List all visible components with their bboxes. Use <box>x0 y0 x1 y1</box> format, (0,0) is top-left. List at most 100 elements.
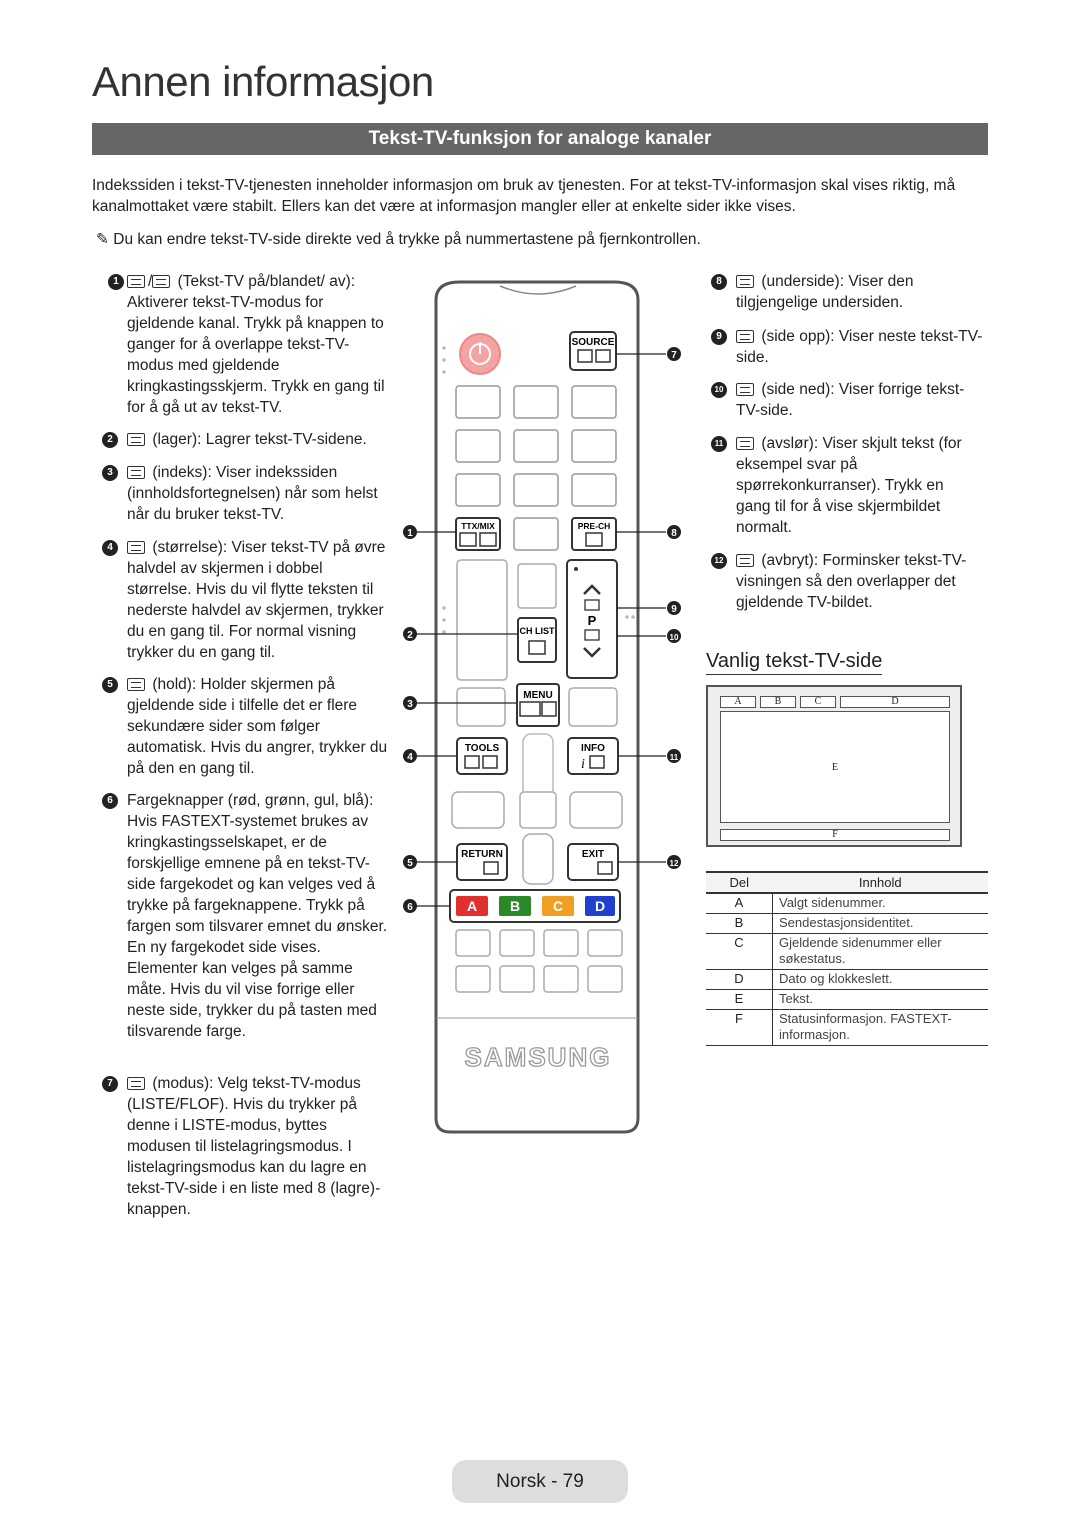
cancel-icon <box>736 554 754 567</box>
number-keys <box>455 385 617 551</box>
item-text: (modus): Velg tekst-TV-modus (LISTE/FLOF… <box>127 1075 381 1218</box>
menu-label: MENU <box>523 690 552 701</box>
ch-list-label: CH LIST <box>520 626 556 636</box>
table-cell: B <box>706 913 773 934</box>
item-number: 8 <box>711 274 727 290</box>
store-icon <box>127 433 145 446</box>
list-item: (indeks): Viser indekssiden (innholdsfor… <box>127 462 389 525</box>
pre-ch-label: PRE-CH <box>578 521 611 531</box>
list-item: (lager): Lagrer tekst-TV-sidene. <box>127 429 389 450</box>
subpage-icon <box>736 275 754 288</box>
table-cell: Dato og klokkeslett. <box>772 969 988 990</box>
remote-control-illustration: SOURCE TTX/MIX PRE-CH CH LIST P MENU TOO… <box>403 280 681 1134</box>
table-cell: F <box>706 1009 773 1046</box>
yellow-c-button <box>542 896 574 916</box>
item-text: (lager): Lagrer tekst-TV-sidene. <box>152 431 367 448</box>
index-icon <box>127 466 145 479</box>
diagram-cell-c: C <box>800 696 836 708</box>
channel-rocker <box>566 559 618 679</box>
mode-icon <box>127 1077 145 1090</box>
blue-d-button <box>585 896 615 916</box>
svg-text:5: 5 <box>407 858 413 869</box>
item-number: 7 <box>102 1076 118 1092</box>
svg-text:10: 10 <box>670 633 679 642</box>
column-header: Innhold <box>772 871 988 894</box>
item-number: 1 <box>108 274 124 290</box>
item-number: 11 <box>711 436 727 452</box>
note-text: ✎ Du kan endre tekst-TV-side direkte ved… <box>96 231 701 248</box>
red-a-button <box>456 896 488 916</box>
svg-text:3: 3 <box>407 699 413 710</box>
svg-text:8: 8 <box>671 528 677 539</box>
svg-text:i: i <box>581 757 585 772</box>
table-cell: Statusinformasjon. FASTEXT-informasjon. <box>772 1009 988 1046</box>
list-item: (underside): Viser den tilgjengelige und… <box>736 271 986 313</box>
list-item: Fargeknapper (rød, grønn, gul, blå): Hvi… <box>127 790 389 1042</box>
green-b-button <box>499 896 531 916</box>
svg-text:2: 2 <box>407 630 413 641</box>
pre-ch-button <box>571 517 617 551</box>
source-label: SOURCE <box>572 337 615 348</box>
exit-label: EXIT <box>582 849 604 860</box>
table-cell: Sendestasjonsidentitet. <box>772 913 988 934</box>
size-icon <box>127 541 145 554</box>
source-button <box>569 331 617 371</box>
reveal-icon <box>736 437 754 450</box>
subsection-title: Vanlig tekst-TV-side <box>706 650 883 675</box>
item-number: 3 <box>102 465 118 481</box>
item-number: 12 <box>711 553 727 569</box>
table-cell: Gjeldende sidenummer eller søkestatus. <box>772 933 988 970</box>
color-d-label: D <box>595 898 605 914</box>
ttx-label: TTX/MIX <box>461 521 495 531</box>
page-title: Annen informasjon <box>92 58 434 105</box>
svg-text:11: 11 <box>670 753 679 762</box>
diagram-cell-f: F <box>720 829 950 841</box>
diagram-cell-e: E <box>720 711 950 823</box>
table-header-row: Del Innhold <box>706 871 988 894</box>
item-number: 2 <box>102 432 118 448</box>
svg-text:7: 7 <box>671 350 677 361</box>
list-item: / (Tekst-TV på/blandet/ av): Aktiverer t… <box>127 271 389 418</box>
item-text: (avslør): Viser skjult tekst (for eksemp… <box>736 435 962 536</box>
icon-separator: / <box>148 273 153 290</box>
item-text: (side ned): Viser forrige tekst-TV-side. <box>736 381 965 419</box>
list-item: (avslør): Viser skjult tekst (for eksemp… <box>736 433 974 538</box>
item-number: 5 <box>102 677 118 693</box>
teletext-icon <box>127 275 145 288</box>
page-up-icon <box>736 330 754 343</box>
hold-icon <box>127 678 145 691</box>
item-text: (side opp): Viser neste tekst-TV-side. <box>736 328 983 366</box>
svg-text:12: 12 <box>670 859 679 868</box>
teletext-mix-icon <box>152 275 171 288</box>
color-c-label: C <box>553 898 563 914</box>
svg-text:4: 4 <box>407 752 413 763</box>
item-text: (hold): Holder skjermen på gjeldende sid… <box>127 676 388 777</box>
list-item: (avbryt): Forminsker tekst-TV-visningen … <box>736 550 986 613</box>
p-label: P <box>588 613 597 628</box>
section-heading: Tekst-TV-funksjon for analoge kanaler <box>92 123 988 155</box>
svg-text:1: 1 <box>407 528 413 539</box>
table-cell: D <box>706 969 773 990</box>
ch-list-button <box>517 617 557 663</box>
tools-label: TOOLS <box>465 743 500 754</box>
item-number: 10 <box>711 382 727 398</box>
item-text: (størrelse): Viser tekst-TV på øvre halv… <box>127 539 386 661</box>
svg-text:6: 6 <box>407 902 413 913</box>
table-cell: Tekst. <box>772 989 988 1010</box>
list-item: (side ned): Viser forrige tekst-TV-side. <box>736 379 986 421</box>
item-text: (Tekst-TV på/blandet/ av): Aktiverer tek… <box>127 273 385 416</box>
svg-text:9: 9 <box>671 604 677 615</box>
item-text: (indeks): Viser indekssiden (innholdsfor… <box>127 464 378 523</box>
item-text: (underside): Viser den tilgjengelige und… <box>736 273 914 311</box>
diagram-cell-b: B <box>760 696 796 708</box>
teletext-page-diagram: A B C D E F <box>706 685 962 847</box>
item-number: 4 <box>102 540 118 556</box>
item-text: Fargeknapper (rød, grønn, gul, blå): Hvi… <box>127 792 388 1040</box>
ttx-mix-button <box>455 517 501 551</box>
